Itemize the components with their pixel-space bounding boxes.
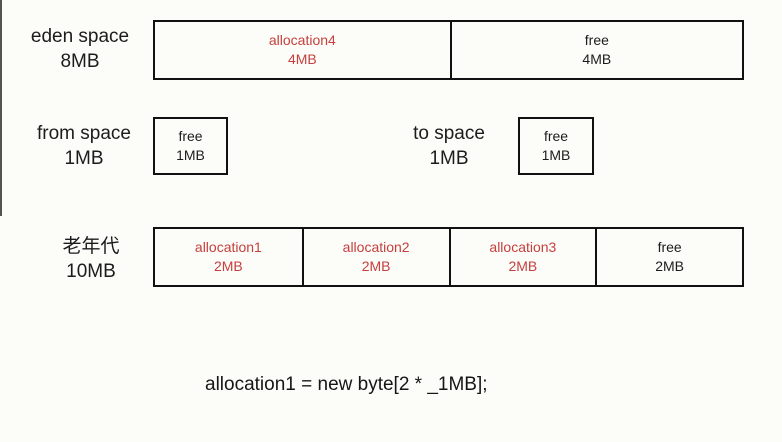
left-edge-artifact — [0, 0, 2, 216]
to-space-free-cell: free 1MB — [520, 119, 592, 173]
from-space-label-size: 1MB — [64, 148, 104, 169]
segment-size: 2MB — [213, 258, 243, 274]
segment-name: allocation1 — [194, 239, 262, 255]
from-space-free-cell: free 1MB — [155, 119, 226, 173]
old-segment-allocation3: allocation3 2MB — [448, 229, 596, 285]
eden-space-box: allocation4 4MB free 4MB — [153, 20, 744, 80]
eden-space-label-size: 8MB — [60, 51, 100, 72]
old-gen-label-name: 老年代 — [62, 236, 120, 257]
eden-segment-allocation4: allocation4 4MB — [155, 22, 450, 78]
from-space-label-name: from space — [37, 123, 131, 144]
segment-size: 4MB — [287, 51, 317, 67]
code-snippet: allocation1 = new byte[2 * _1MB]; alloca… — [205, 320, 488, 442]
segment-name: free — [657, 239, 682, 255]
segment-name: allocation3 — [489, 239, 557, 255]
eden-space-label: eden space 8MB — [10, 24, 150, 74]
code-line-1: allocation1 = new byte[2 * _1MB]; — [205, 374, 488, 395]
segment-size: 1MB — [541, 147, 571, 163]
eden-segment-free: free 4MB — [449, 22, 742, 78]
to-space-label-name: to space — [413, 123, 485, 144]
old-segment-allocation2: allocation2 2MB — [301, 229, 449, 285]
eden-space-label-name: eden space — [30, 26, 130, 47]
to-space-label-size: 1MB — [429, 148, 469, 169]
old-segment-free: free 2MB — [595, 229, 742, 285]
segment-size: 4MB — [582, 51, 612, 67]
old-segment-allocation1: allocation1 2MB — [155, 229, 302, 285]
to-space-label: to space 1MB — [379, 121, 519, 171]
segment-name: free — [178, 128, 203, 144]
segment-size: 1MB — [176, 147, 205, 163]
segment-name: free — [543, 128, 569, 144]
segment-size: 2MB — [508, 258, 538, 274]
to-space-box: free 1MB — [518, 117, 594, 175]
segment-name: allocation4 — [268, 32, 336, 48]
old-gen-label-size: 10MB — [66, 261, 116, 282]
old-gen-label: 老年代 10MB — [21, 234, 161, 284]
from-space-label: from space 1MB — [14, 121, 154, 171]
segment-name: free — [584, 32, 609, 48]
segment-size: 2MB — [361, 258, 391, 274]
from-space-box: free 1MB — [153, 117, 228, 175]
segment-size: 2MB — [655, 258, 685, 274]
segment-name: allocation2 — [342, 239, 410, 255]
old-gen-box: allocation1 2MB allocation2 2MB allocati… — [153, 227, 744, 287]
